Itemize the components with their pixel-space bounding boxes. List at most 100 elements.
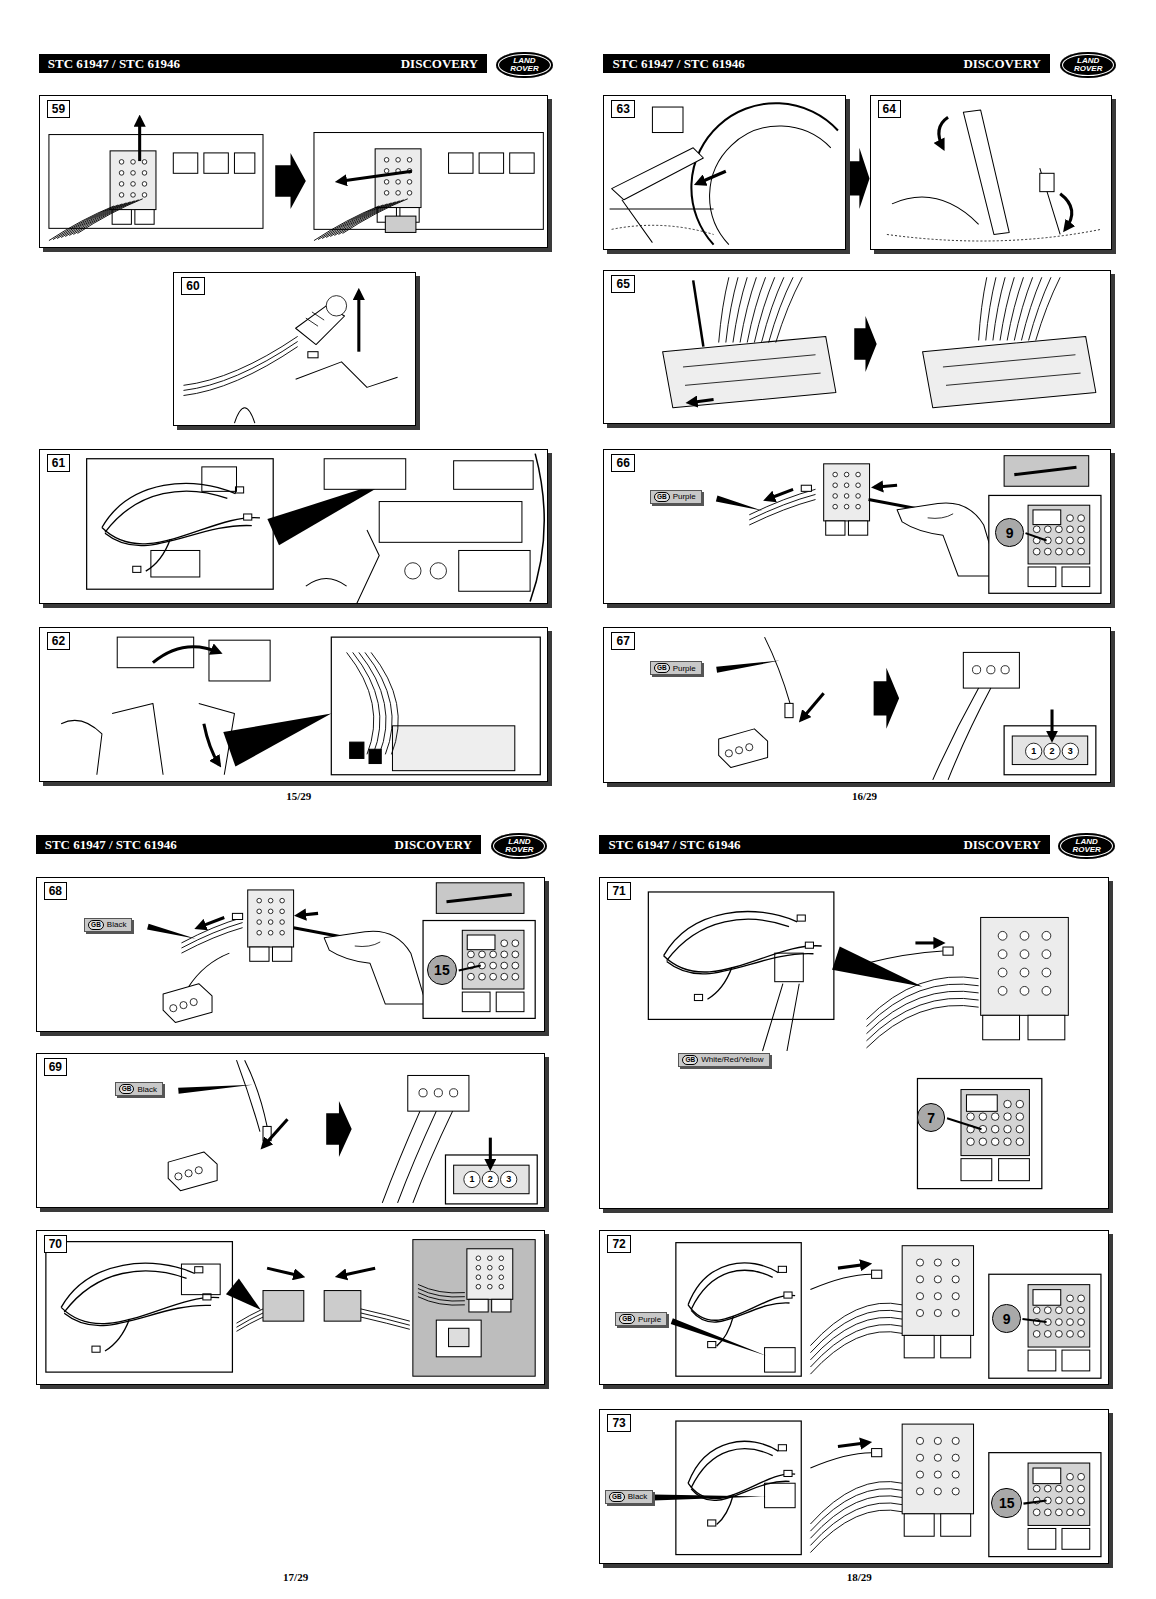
tag-text: GB — [88, 920, 104, 930]
hole — [479, 951, 486, 958]
hole — [142, 193, 147, 198]
big-arrow — [849, 148, 869, 209]
hole — [407, 180, 412, 185]
port — [999, 1159, 1030, 1181]
pin-number: 15 — [999, 1495, 1015, 1511]
hole — [131, 182, 136, 187]
outline — [173, 153, 197, 173]
hole — [1033, 1331, 1040, 1338]
terminal — [778, 1445, 786, 1451]
hole — [1056, 537, 1063, 544]
inset-frame — [331, 637, 540, 775]
hole — [1016, 1100, 1024, 1108]
big-arrow — [275, 153, 306, 209]
hole — [280, 898, 285, 903]
hole — [1033, 1307, 1040, 1314]
hole — [1042, 950, 1051, 959]
carpet — [612, 225, 714, 234]
hole — [1067, 1485, 1074, 1492]
pin-position — [1044, 743, 1060, 759]
hole — [501, 962, 508, 969]
step-number: 59 — [47, 100, 70, 118]
hole — [952, 1293, 959, 1300]
connector — [110, 151, 156, 210]
port — [135, 210, 154, 225]
harness — [707, 967, 731, 999]
inset-frame — [989, 1274, 1101, 1378]
hole — [1067, 1331, 1074, 1338]
hole — [488, 1256, 493, 1261]
harness — [105, 491, 227, 532]
switch-panel — [209, 640, 270, 681]
header-band: STC 61947 / STC 61946DISCOVERY — [39, 54, 488, 73]
hole — [490, 951, 497, 958]
leader-line — [1022, 1319, 1046, 1322]
terminal — [784, 1470, 792, 1476]
hole — [476, 1275, 481, 1280]
wire-colour-tag: GBWhite/Red/Yellow — [678, 1053, 769, 1067]
hole — [1078, 1331, 1085, 1338]
header-band: STC 61947 / STC 61946DISCOVERY — [603, 54, 1049, 73]
plug — [163, 984, 212, 1023]
hole — [1044, 1509, 1051, 1516]
connector — [902, 1246, 973, 1336]
hole — [257, 909, 262, 914]
highlight-box — [181, 1264, 220, 1295]
harness — [61, 1263, 195, 1307]
port — [904, 1335, 934, 1357]
hole — [268, 898, 273, 903]
pin-position-number: 2 — [1050, 746, 1055, 756]
port — [904, 1514, 934, 1536]
hole — [479, 973, 486, 980]
port — [941, 1514, 971, 1536]
hole — [490, 973, 497, 980]
plug — [168, 1152, 217, 1191]
outline — [479, 153, 503, 173]
terminal — [133, 566, 141, 572]
hole — [499, 1284, 504, 1289]
hole — [998, 931, 1007, 940]
hole — [396, 191, 401, 196]
hole — [1056, 1485, 1063, 1492]
hole — [488, 1275, 493, 1280]
hole — [1056, 1307, 1063, 1314]
hole — [1078, 548, 1085, 555]
arrow — [767, 489, 794, 499]
wire — [237, 1317, 264, 1331]
hole — [119, 182, 124, 187]
port — [1028, 1350, 1056, 1371]
step-number: 70 — [44, 1235, 67, 1253]
hole — [419, 1089, 427, 1097]
step-panel: 69GBBlack — [36, 1053, 546, 1208]
header-text: STC 61947 / STC 61946 — [608, 837, 740, 853]
connector — [981, 917, 1069, 1015]
hole — [268, 909, 273, 914]
brand-logo: LANDROVER — [491, 833, 547, 860]
page-number: 16/29 — [852, 790, 877, 802]
leader-wedge — [653, 1494, 766, 1500]
arrow — [267, 1268, 302, 1276]
hole — [1004, 1138, 1012, 1146]
hole — [1078, 537, 1085, 544]
hole — [119, 193, 124, 198]
wire-colour-tag: GBPurple — [650, 490, 702, 504]
wire — [1029, 277, 1051, 340]
leader-wedge — [226, 1279, 261, 1310]
connector-face — [1028, 1285, 1090, 1347]
inset-frame — [423, 921, 535, 1019]
wire — [371, 652, 398, 754]
inset-frame — [917, 1079, 1041, 1189]
removal-tool — [1014, 467, 1076, 474]
brand-logo: LANDROVER — [496, 52, 552, 79]
hole — [1078, 515, 1085, 522]
header-text: STC 61947 / STC 61946 — [48, 56, 180, 72]
leader-wedge — [716, 661, 780, 673]
wire — [776, 277, 803, 342]
step-number: 62 — [47, 632, 70, 650]
wire — [189, 953, 230, 987]
hole — [280, 909, 285, 914]
hole — [476, 1284, 481, 1289]
hole — [1056, 526, 1063, 533]
hole — [979, 1138, 987, 1146]
hole — [746, 744, 753, 751]
